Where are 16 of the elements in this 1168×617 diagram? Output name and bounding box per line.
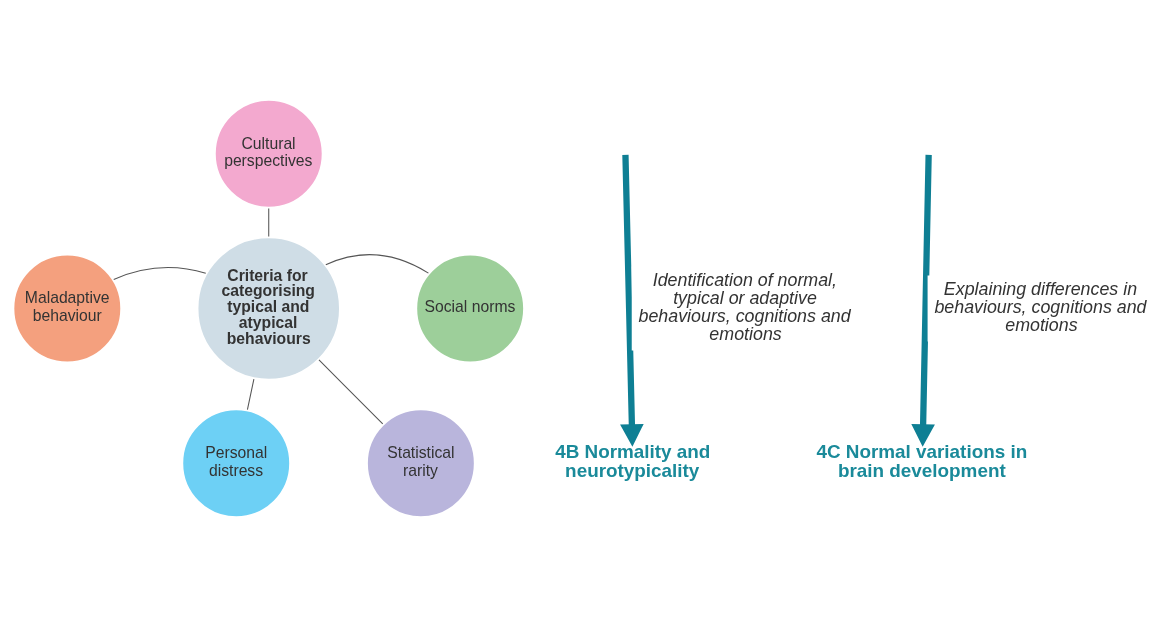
connector <box>113 267 207 280</box>
edge-label: Identification of normal, typical or adaptive behaviours, cognitions and emotions <box>638 270 851 344</box>
arrow <box>911 154 935 447</box>
edge-label: Explaining differences in behaviours, cognitions and emotions <box>934 279 1147 336</box>
node-circle: Statistical rarity <box>364 407 477 520</box>
node-circle: Social norms <box>414 252 527 365</box>
node-text: 4B Normality and neurotypicality <box>555 441 711 482</box>
connector <box>268 208 270 237</box>
node-text: 4C Normal variations in brain development <box>816 441 1028 482</box>
connector <box>318 359 384 425</box>
arrow <box>620 154 644 447</box>
connector <box>325 254 429 274</box>
node-circle: Maladaptive behaviour <box>11 252 124 365</box>
node-circle: Cultural perspectives <box>212 97 325 210</box>
connector <box>246 378 255 411</box>
node-circle: Personal distress <box>180 407 293 520</box>
